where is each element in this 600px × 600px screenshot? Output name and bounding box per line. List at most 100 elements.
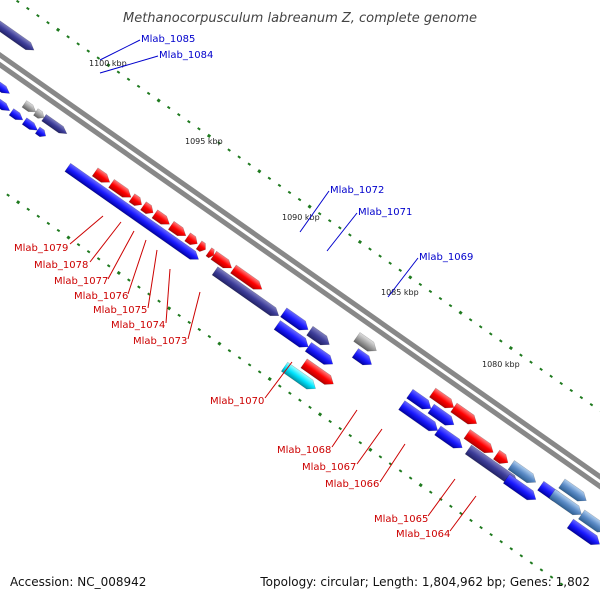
tick-mark-outer (579, 395, 584, 400)
gene-label-mlab-1085[interactable]: Mlab_1085 (141, 34, 195, 45)
gene-feature-arrow[interactable] (91, 167, 112, 187)
tick-mark-inner (157, 299, 161, 303)
gene-label-mlab-1079[interactable]: Mlab_1079 (14, 243, 68, 254)
gene-feature-arrow[interactable] (273, 320, 311, 351)
gene-feature-arrow[interactable] (128, 193, 145, 209)
gene-feature-arrow[interactable] (41, 114, 70, 137)
tick-mark-inner (408, 476, 413, 480)
tick-mark-outer (66, 35, 70, 39)
gene-label-mlab-1074[interactable]: Mlab_1074 (111, 320, 165, 331)
tick-mark-outer (146, 91, 151, 96)
gene-feature-arrow[interactable] (210, 250, 235, 272)
gene-label-mlab-1071[interactable]: Mlab_1071 (358, 207, 412, 218)
tick-mark-outer (177, 112, 181, 117)
gene-feature-arrow[interactable] (0, 95, 12, 114)
tick-mark-inner (479, 525, 483, 530)
tick-mark-inner (187, 320, 192, 325)
gene-feature-arrow[interactable] (21, 100, 38, 116)
gene-feature-arrow[interactable] (211, 266, 282, 320)
gene-label-mlab-1084[interactable]: Mlab_1084 (159, 50, 213, 61)
tick-mark-inner (66, 235, 71, 240)
gene-feature-arrow[interactable] (33, 108, 46, 121)
gene-label-mlab-1068[interactable]: Mlab_1068 (277, 445, 331, 456)
gene-feature-arrow[interactable] (578, 509, 600, 536)
gene-feature-arrow[interactable] (406, 388, 435, 413)
tick-mark-inner (308, 405, 312, 409)
tick-mark-outer (317, 212, 322, 216)
gene-feature-arrow[interactable] (450, 402, 480, 428)
gene-feature-arrow[interactable] (280, 361, 318, 393)
scale-ticks (6, 0, 600, 586)
gene-feature-arrow[interactable] (507, 460, 539, 487)
gene-label-mlab-1072[interactable]: Mlab_1072 (330, 185, 384, 196)
gene-feature-arrow[interactable] (195, 240, 208, 254)
tick-mark-outer (418, 282, 423, 287)
tick-mark-inner (247, 363, 252, 367)
leader-line (89, 221, 122, 263)
gene-feature-arrow[interactable] (167, 220, 188, 240)
tick-mark-outer (327, 219, 332, 223)
gene-feature-arrow[interactable] (230, 264, 264, 293)
tick-mark-outer (257, 169, 262, 174)
gene-feature-arrow[interactable] (300, 358, 337, 389)
gene-label-mlab-1066[interactable]: Mlab_1066 (325, 479, 379, 490)
gene-feature-arrow[interactable] (184, 232, 201, 248)
tick-mark-inner (6, 193, 10, 197)
gene-feature-arrow[interactable] (34, 126, 48, 139)
gene-label-mlab-1067[interactable]: Mlab_1067 (302, 462, 356, 473)
gene-feature-arrow[interactable] (108, 178, 134, 201)
gene-label-mlab-1069[interactable]: Mlab_1069 (419, 252, 473, 263)
gene-feature-arrow[interactable] (351, 348, 375, 368)
gene-feature-arrow[interactable] (0, 77, 12, 97)
gene-feature-arrow[interactable] (566, 518, 600, 549)
tick-mark-outer (96, 56, 101, 60)
gene-feature-arrow[interactable] (21, 117, 40, 134)
leader-line (264, 361, 293, 399)
tick-mark-inner (317, 412, 323, 417)
gene-feature-arrow[interactable] (0, 20, 37, 54)
gene-feature-arrow[interactable] (463, 429, 497, 456)
gene-label-mlab-1073[interactable]: Mlab_1073 (133, 336, 187, 347)
gene-feature-arrow[interactable] (151, 209, 172, 229)
tick-mark-outer (106, 63, 111, 68)
gene-feature-arrow[interactable] (492, 449, 511, 467)
leader-line (387, 257, 419, 298)
gene-feature-arrow[interactable] (434, 425, 466, 452)
leader-line (99, 39, 141, 61)
gene-label-mlab-1076[interactable]: Mlab_1076 (74, 291, 128, 302)
gene-feature-arrow[interactable] (548, 488, 585, 519)
leader-line (187, 291, 201, 340)
kbp-label: 1090 kbp (282, 213, 320, 222)
gene-feature-arrow[interactable] (429, 387, 457, 412)
gene-label-mlab-1075[interactable]: Mlab_1075 (93, 305, 147, 316)
gene-label-mlab-1070[interactable]: Mlab_1070 (210, 396, 264, 407)
tick-mark-inner (116, 270, 121, 276)
gene-feature-arrow[interactable] (304, 341, 336, 368)
gene-label-mlab-1065[interactable]: Mlab_1065 (374, 514, 428, 525)
tick-mark-inner (358, 440, 363, 445)
gene-feature-arrow[interactable] (140, 201, 156, 217)
tick-mark-inner (137, 285, 141, 289)
gene-feature-arrow[interactable] (280, 307, 311, 334)
gene-feature-arrow[interactable] (306, 325, 333, 349)
gene-feature-arrow[interactable] (502, 473, 539, 504)
gene-feature-arrow[interactable] (64, 162, 202, 263)
gene-feature-arrow[interactable] (8, 108, 25, 124)
gene-feature-arrow[interactable] (398, 400, 441, 435)
leader-line (165, 268, 171, 324)
tick-mark-outer (348, 233, 352, 237)
gene-label-mlab-1064[interactable]: Mlab_1064 (396, 529, 450, 540)
gene-feature-arrow[interactable] (558, 478, 590, 505)
gene-feature-arrow[interactable] (205, 247, 217, 260)
tick-mark-inner (449, 504, 453, 509)
tick-mark-outer (438, 296, 443, 301)
gene-label-mlab-1078[interactable]: Mlab_1078 (34, 260, 88, 271)
tick-mark-outer (227, 148, 231, 152)
leader-line (69, 215, 104, 245)
gene-feature-arrow[interactable] (353, 332, 380, 355)
gene-label-mlab-1077[interactable]: Mlab_1077 (54, 276, 108, 287)
tick-mark-inner (529, 561, 534, 565)
gene-feature-arrow[interactable] (427, 403, 457, 429)
tick-mark-inner (16, 200, 21, 205)
